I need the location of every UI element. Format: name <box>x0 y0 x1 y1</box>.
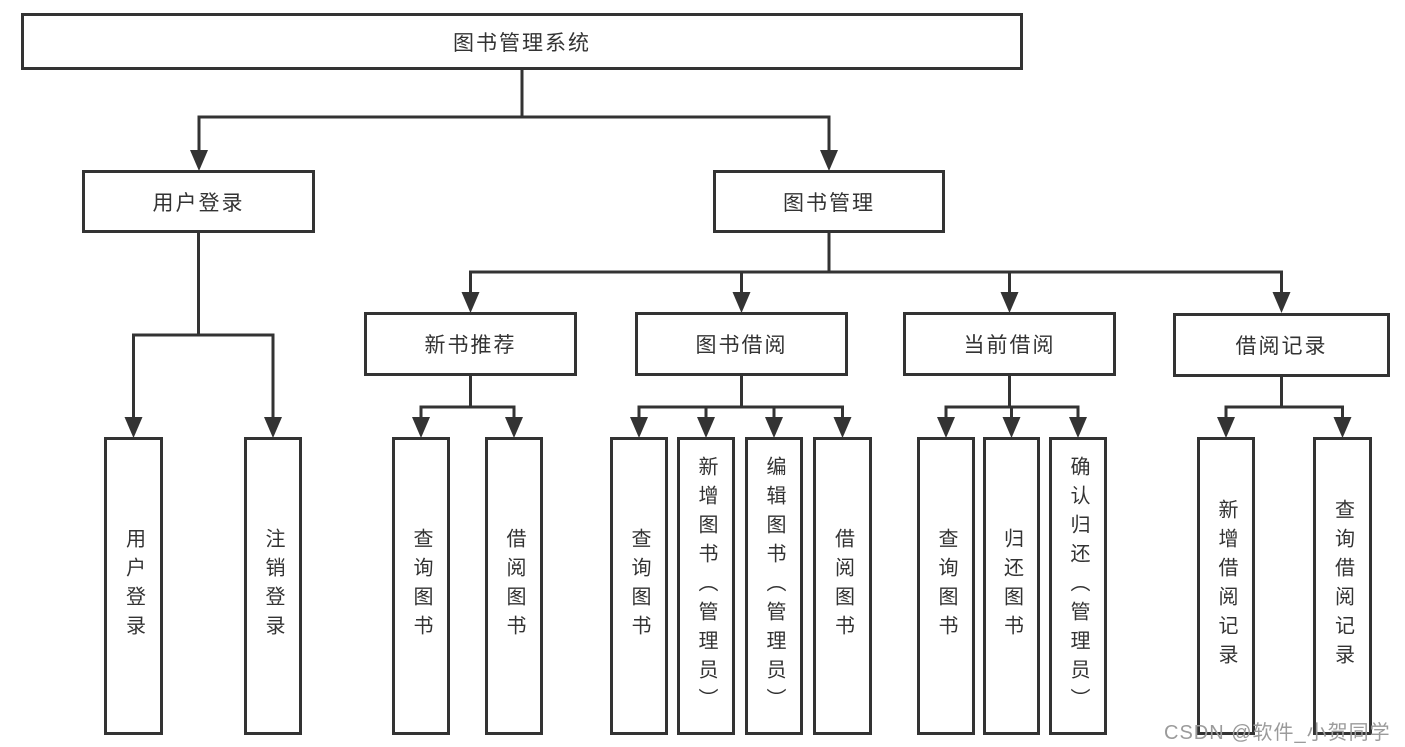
leaf-user-login: 用户登录 <box>104 437 163 735</box>
csdn-watermark: CSDN @软件_小贺同学 <box>1164 722 1391 744</box>
leaf-logout: 注销登录 <box>244 437 302 735</box>
node-label: 当前借阅 <box>963 334 1056 357</box>
node-label: 借阅记录 <box>1235 335 1328 358</box>
leaf-edit-books-admin: 编辑图书（管理员） <box>745 437 803 735</box>
leaf-borrowing-query-books: 查询图书 <box>610 437 668 735</box>
leaf-return-books: 归还图书 <box>983 437 1040 735</box>
leaf-add-books-admin: 新增图书（管理员） <box>677 437 735 735</box>
leaf-query-borrow-record: 查询借阅记录 <box>1313 437 1372 735</box>
leaf-label: 注销登录 <box>262 528 284 644</box>
node-book-borrowing: 图书借阅 <box>635 312 848 376</box>
leaf-label: 确认归还（管理员） <box>1067 455 1089 717</box>
leaf-add-borrow-record: 新增借阅记录 <box>1197 437 1255 735</box>
leaf-label: 编辑图书（管理员） <box>763 455 785 717</box>
node-label: 图书借阅 <box>695 334 788 357</box>
leaf-label: 借阅图书 <box>831 528 854 644</box>
leaf-label: 借阅图书 <box>503 528 525 644</box>
leaf-label: 查询图书 <box>628 528 650 644</box>
leaf-label: 新增图书（管理员） <box>695 455 717 717</box>
leaf-label: 用户登录 <box>122 528 145 644</box>
leaf-current-query-books: 查询图书 <box>917 437 975 735</box>
node-label: 图书管理系统 <box>453 31 591 55</box>
node-borrowing-records: 借阅记录 <box>1173 313 1390 377</box>
node-current-borrowing: 当前借阅 <box>903 312 1116 376</box>
node-library-management-system: 图书管理系统 <box>21 13 1023 70</box>
leaf-recommend-query-books: 查询图书 <box>392 437 450 735</box>
leaf-recommend-borrow-books: 借阅图书 <box>485 437 543 735</box>
node-book-management: 图书管理 <box>713 170 945 233</box>
leaf-label: 归还图书 <box>1000 528 1023 644</box>
leaf-label: 查询图书 <box>935 528 957 644</box>
node-user-login: 用户登录 <box>82 170 315 233</box>
node-new-book-recommend: 新书推荐 <box>364 312 577 376</box>
leaf-label: 查询借阅记录 <box>1331 499 1354 673</box>
leaf-label: 新增借阅记录 <box>1215 499 1237 673</box>
node-label: 用户登录 <box>152 191 245 215</box>
leaf-label: 查询图书 <box>410 528 432 644</box>
node-label: 图书管理 <box>783 191 875 215</box>
leaf-confirm-return-admin: 确认归还（管理员） <box>1049 437 1107 735</box>
node-label: 新书推荐 <box>424 334 517 357</box>
leaf-borrowing-borrow-books: 借阅图书 <box>813 437 872 735</box>
